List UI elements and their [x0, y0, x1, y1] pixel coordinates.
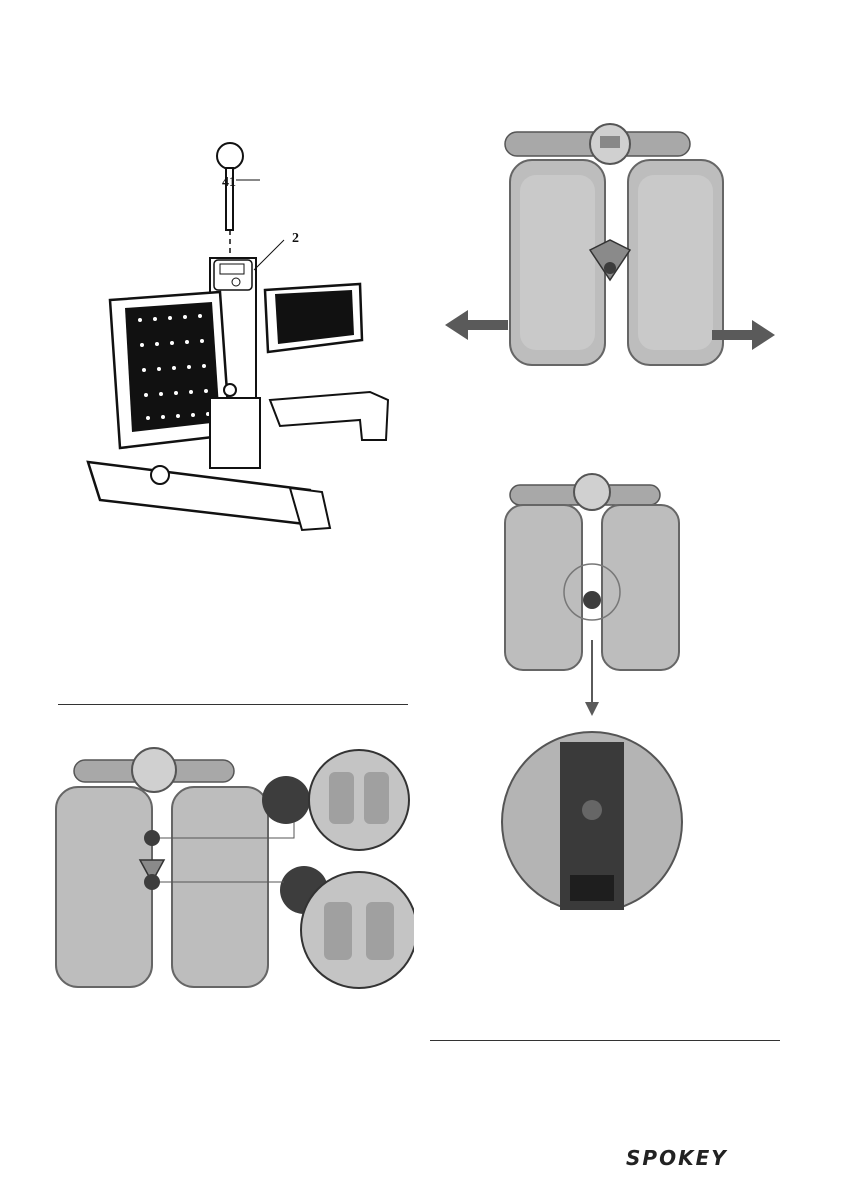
assembly-diagram: 41 2 [70, 130, 410, 560]
section-divider-left [58, 704, 408, 705]
arrow-left-icon [445, 310, 508, 340]
stepper-width-adjust-photo [440, 120, 780, 375]
stepper-detail-photo [490, 470, 720, 910]
brand-logo: SPOKEY [626, 1146, 728, 1170]
part-label-2: 2 [292, 231, 299, 246]
right-pedal [265, 284, 362, 352]
arrow-down-icon [585, 702, 599, 716]
detail-circle-1 [309, 750, 409, 850]
stepper-hydraulic-photo [44, 742, 414, 992]
callout-dot-1 [262, 776, 310, 824]
detail-circle-2 [301, 872, 414, 988]
section-divider-right [430, 1040, 780, 1041]
knob-part [217, 143, 243, 260]
part-label-41: 41 [222, 175, 236, 190]
